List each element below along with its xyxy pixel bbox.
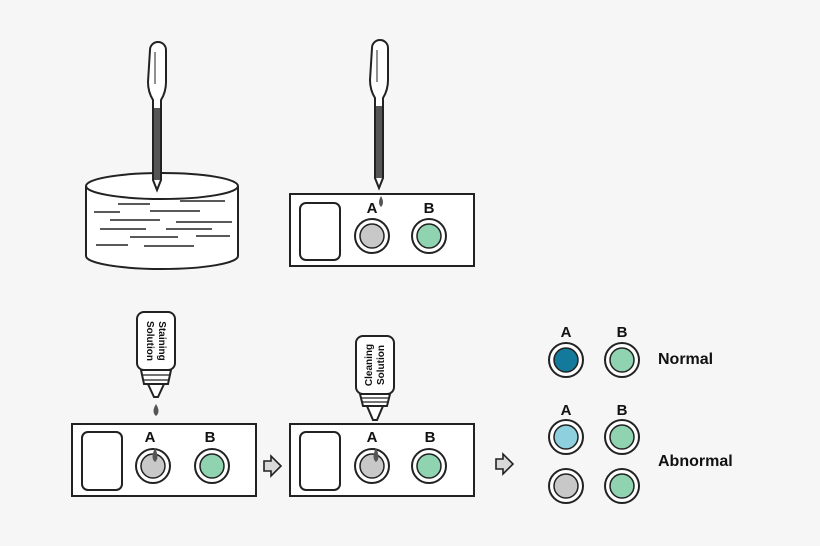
step3-slide: A B — [71, 423, 257, 497]
step1-beaker — [85, 172, 239, 270]
staining-label-line2: Solution — [144, 321, 155, 361]
drop-icon — [379, 196, 383, 207]
arrow-right-icon — [263, 454, 283, 478]
normal-label-b: B — [617, 324, 628, 341]
abnormal-label-b: B — [617, 402, 628, 419]
normal-well-b — [609, 347, 635, 373]
step2-slide: A B — [289, 193, 475, 267]
step2-label-a: A — [367, 200, 378, 217]
cleaning-label-line2: Solution — [376, 345, 387, 385]
step4-well-a — [359, 453, 385, 479]
step1-pipette — [146, 41, 167, 193]
cleaning-label-line1: Cleaning — [364, 344, 375, 386]
step4-label-a: A — [367, 429, 378, 446]
step3-well-b — [199, 453, 225, 479]
normal-label-a: A — [561, 324, 572, 341]
cleaning-bottle-icon: Cleaning Solution — [355, 335, 395, 421]
step4-label-b: B — [425, 429, 436, 446]
normal-text: Normal — [658, 351, 713, 368]
abnormal-well-b-top — [609, 424, 635, 450]
beaker-liquid-lines — [94, 200, 232, 247]
staining-label-line1: Staining — [156, 321, 167, 360]
step2-well-a — [359, 223, 385, 249]
arrow-right-icon — [495, 452, 515, 476]
step2-well-b — [416, 223, 442, 249]
step3-label-b: B — [205, 429, 216, 446]
abnormal-text: Abnormal — [658, 453, 733, 470]
result-abnormal: A B Abnormal — [548, 402, 733, 504]
step3-label-a: A — [145, 429, 156, 446]
result-normal: A B Normal — [548, 324, 713, 378]
staining-bottle-icon: Staining Solution — [136, 311, 176, 416]
abnormal-well-a-top — [553, 424, 579, 450]
abnormal-well-b-bottom — [609, 473, 635, 499]
step4-well-b — [416, 453, 442, 479]
step2-label-b: B — [424, 200, 435, 217]
abnormal-label-a: A — [561, 402, 572, 419]
step2-pipette — [368, 39, 389, 207]
normal-well-a — [553, 347, 579, 373]
abnormal-well-a-bottom — [553, 473, 579, 499]
step4-slide: A B — [289, 423, 475, 497]
